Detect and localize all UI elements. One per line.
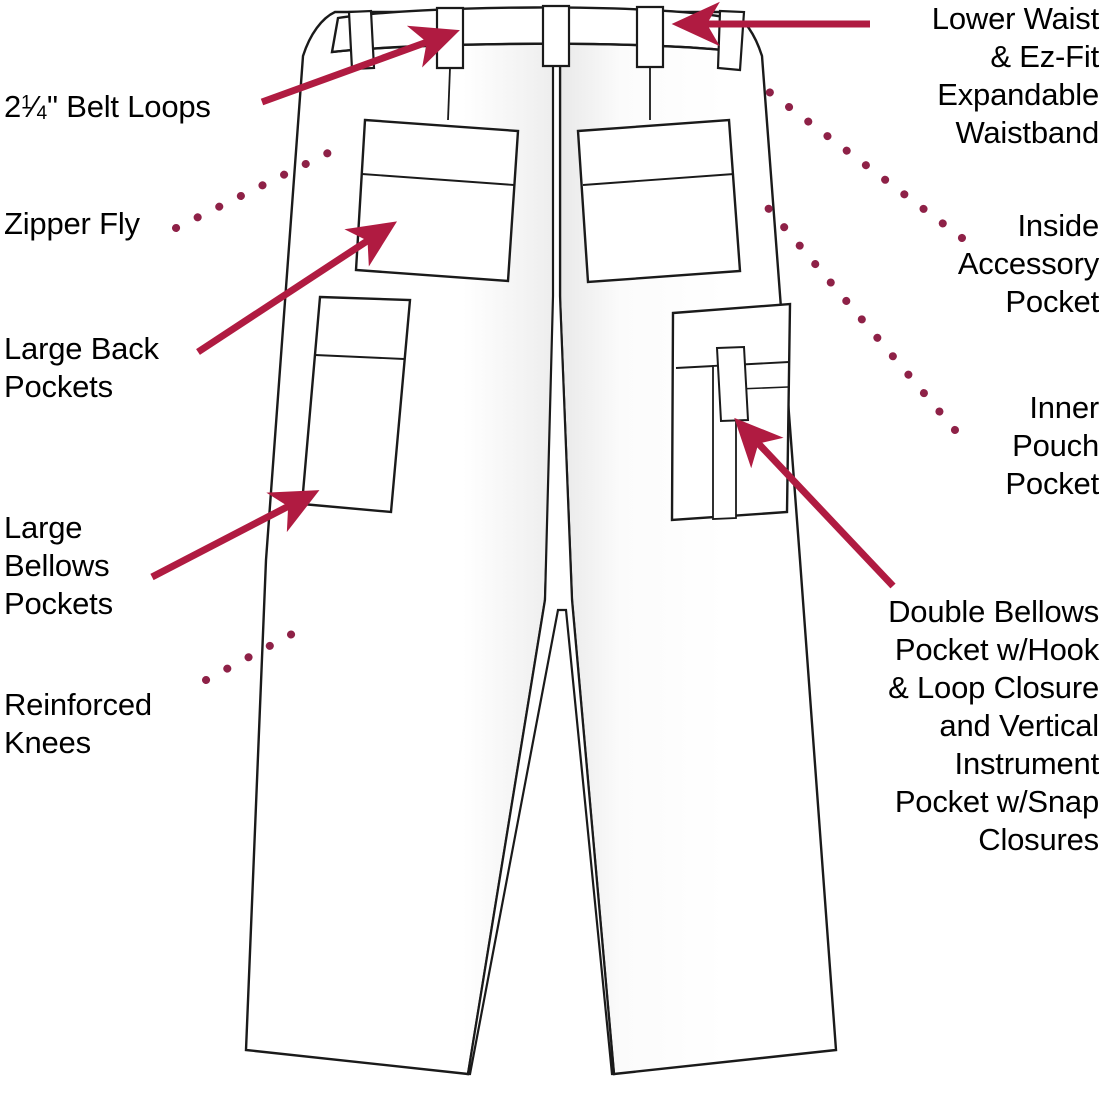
connector-large-bellows-pockets: [150, 490, 320, 581]
callout-label-belt-loops: 21⁄4" Belt Loops: [4, 88, 256, 126]
belt-loops-fraction: 1⁄4: [21, 89, 48, 124]
bellows-pocket-left-flap-line: [314, 354, 405, 360]
back-pocket-right-flap-line: [582, 173, 735, 186]
callout-label-reinforced-knees: Reinforced Knees: [4, 687, 152, 760]
connector-double-bellows-pocket: [734, 417, 896, 589]
callout-label-zipper-fly: Zipper Fly: [4, 206, 140, 241]
connector-reinforced-knees: [202, 630, 296, 684]
fraction-denominator: 4: [36, 102, 48, 124]
back-pocket-left-flap-line: [361, 173, 515, 186]
belt-loop-3: [541, 4, 571, 68]
callout-label-large-back-pockets: Large Back Pockets: [4, 331, 159, 404]
belt-loop-1: [347, 9, 376, 71]
pants-body: [244, 4, 838, 1076]
back-pocket-right: [576, 118, 742, 284]
callout-label-lower-waist: Lower Waist & Ez-Fit Expandable Waistban…: [931, 1, 1099, 150]
belt-loops-suffix: " Belt Loops: [47, 89, 211, 124]
back-pocket-left: [354, 118, 520, 283]
callout-label-inside-accessory-pocket: Inside Accessory Pocket: [957, 208, 1099, 319]
connector-large-back-pockets: [196, 221, 398, 355]
connector-inner-pouch-pocket: [764, 204, 959, 434]
bellows-pocket-left: [300, 295, 412, 514]
callout-label-double-bellows-pocket: Double Bellows Pocket w/Hook & Loop Clos…: [888, 594, 1099, 857]
belt-loop-4: [635, 5, 665, 69]
connector-belt-loops: [260, 25, 460, 106]
belt-loops-prefix: 2: [4, 89, 22, 124]
center-back-seam: [466, 12, 616, 1076]
connector-zipper-fly: [172, 148, 334, 232]
callout-label-inner-pouch-pocket: Inner Pouch Pocket: [1005, 390, 1099, 501]
fraction-numerator: 1: [21, 92, 32, 114]
callout-label-large-bellows-pockets: Large Bellows Pockets: [4, 510, 113, 621]
belt-loop-5: [716, 9, 746, 72]
callout-connectors: [150, 1, 966, 684]
left-pocket-hanger-seam: [447, 67, 451, 121]
vertical-instrument-pocket: [715, 345, 750, 423]
waistband-bottom-line: [331, 42, 741, 54]
